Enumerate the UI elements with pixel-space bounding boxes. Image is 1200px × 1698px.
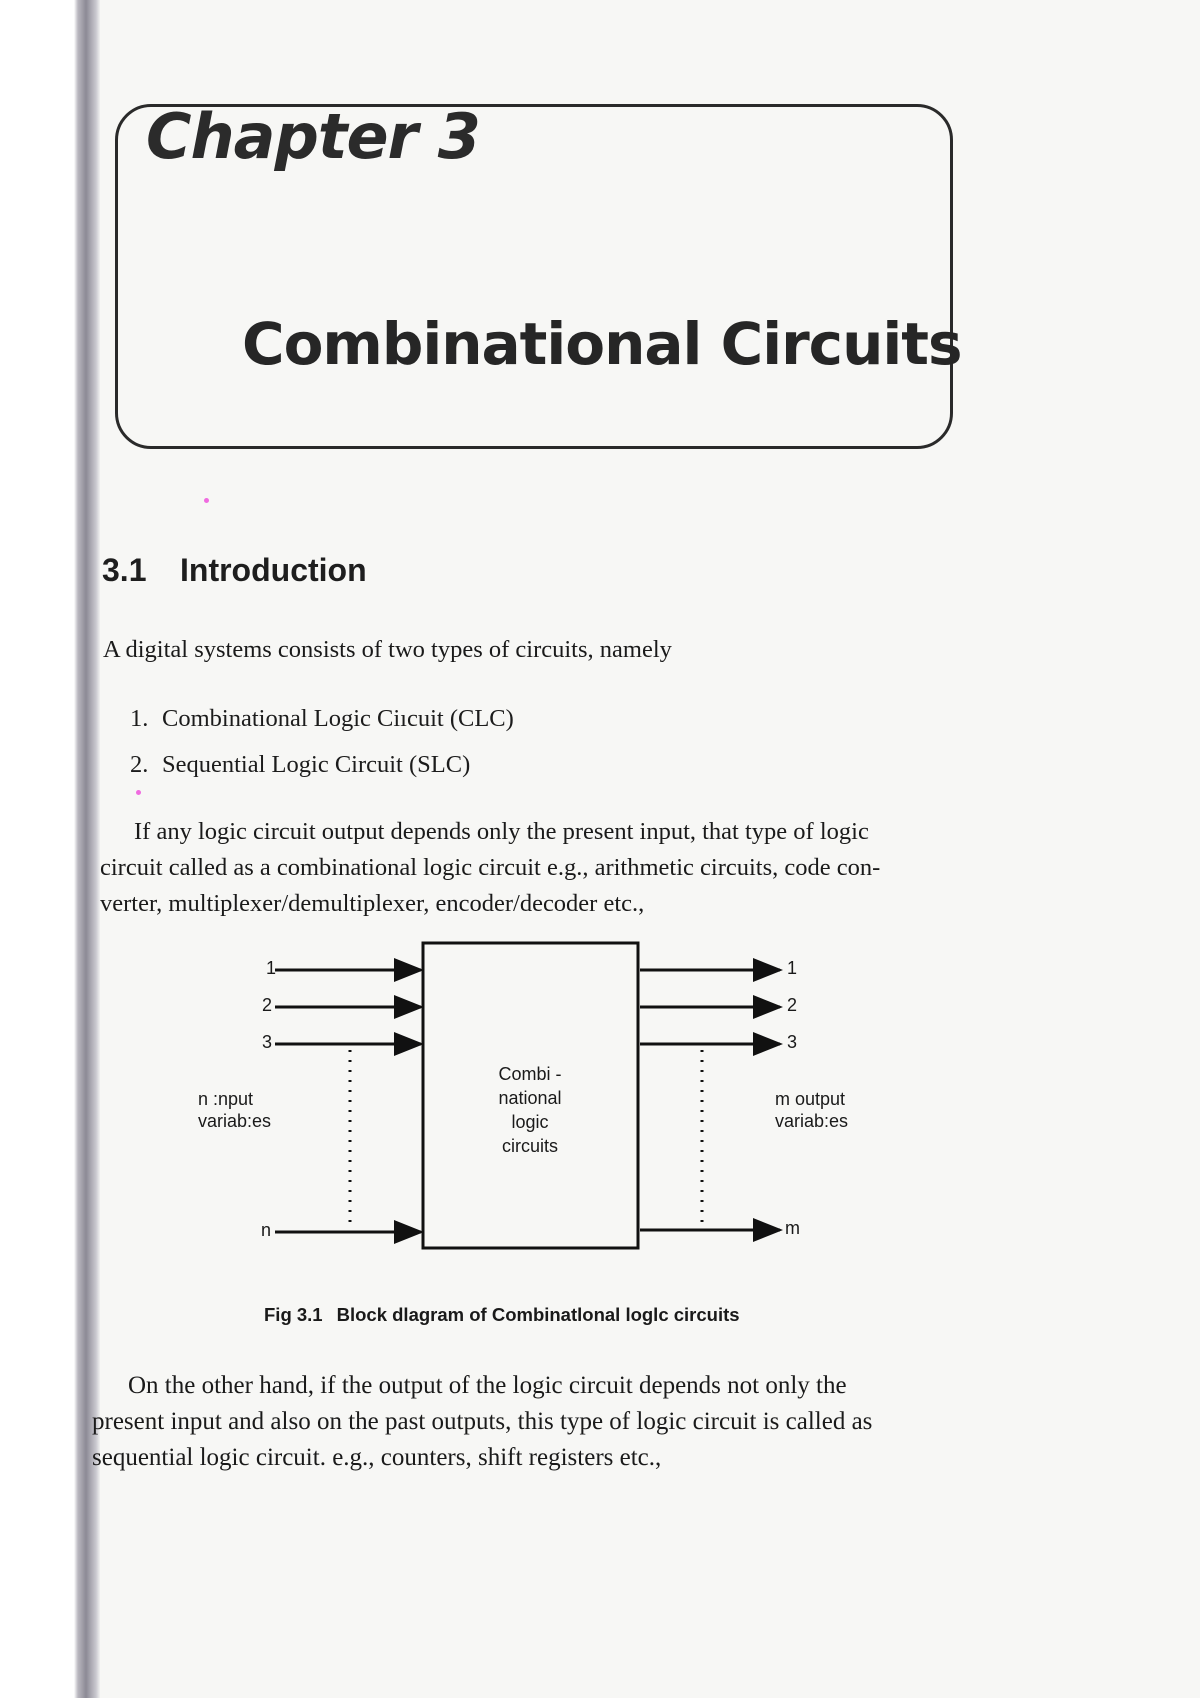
output-m-label: m: [785, 1218, 800, 1238]
input-n-label: n: [261, 1220, 272, 1240]
figure-caption-text: Block dlagram of Combinatlonal loglc cir…: [336, 1304, 740, 1325]
paragraph-line: verter, multiplexer/demultiplexer, encod…: [100, 890, 645, 917]
print-speck: [136, 790, 141, 795]
list-item: 1. Combinational Logic Ciıcuit (CLC): [130, 696, 514, 742]
block-label-line: national: [498, 1088, 562, 1108]
chapter-label: Chapter 3: [146, 100, 481, 173]
output-variables-line: m output: [775, 1089, 846, 1109]
block-diagram-lines: [275, 941, 783, 1250]
block-label-line: logic: [511, 1112, 549, 1132]
list-item-number: 2.: [130, 751, 149, 778]
paragraph-line: present input and also on the past outpu…: [92, 1408, 873, 1435]
paragraph-line: sequential logic circuit. e.g., counters…: [92, 1444, 662, 1471]
input-2-label: 2: [262, 995, 273, 1015]
chapter-title-box: [115, 104, 953, 449]
print-speck: [204, 498, 209, 503]
input-1-label: 1: [266, 958, 277, 978]
input-variables-label: n :nput variab:es: [198, 1088, 271, 1132]
figure-number: Fig 3.1: [264, 1304, 323, 1325]
list-item-text: Combinational Logic Ciıcuit (CLC): [162, 705, 514, 732]
list-item: 2. Sequential Logic Circuit (SLC): [130, 742, 514, 788]
figure-caption: Fig 3.1 Block dlagram of Combinatlonal lo…: [264, 1304, 740, 1326]
input-variables-line: n :nput: [198, 1089, 254, 1109]
output-2-label: 2: [787, 995, 798, 1015]
page-binding-shadow: [0, 0, 100, 1698]
section-heading: 3.1 Introduction: [102, 552, 367, 589]
output-variables-label: m output variab:es: [775, 1088, 848, 1132]
section-number: 3.1: [102, 552, 147, 588]
circuit-types-list: 1. Combinational Logic Ciıcuit (CLC) 2. Se…: [130, 696, 514, 788]
paragraph-line: On the other hand, if the output of the …: [128, 1372, 847, 1399]
output-1-label: 1: [787, 958, 798, 978]
intro-text: A digital systems consists of two types …: [103, 636, 672, 663]
paragraph-combinational: If any logic circuit output depends only…: [100, 814, 965, 922]
section-title: Introduction: [180, 552, 367, 588]
block-label: Combi - national logic circuits: [470, 1062, 590, 1158]
paragraph-line: If any logic circuit output depends only…: [134, 818, 869, 845]
chapter-title: Combinational Circuits: [242, 310, 962, 378]
input-3-label: 3: [262, 1032, 273, 1052]
list-item-text: Sequential Logic Circuit (SLC): [162, 751, 471, 778]
paragraph-line: circuit called as a combinational logic …: [100, 854, 881, 881]
output-variables-line: variab:es: [775, 1111, 849, 1131]
input-variables-line: variab:es: [198, 1111, 272, 1131]
block-label-line: Combi -: [498, 1064, 562, 1084]
paragraph-sequential: On the other hand, if the output of the …: [92, 1368, 972, 1476]
list-item-number: 1.: [130, 705, 149, 732]
block-label-line: circuits: [501, 1136, 558, 1156]
block-diagram: 1 2 3 n 1 2 3 m n :nput variab:es m outp…: [180, 940, 880, 1260]
output-3-label: 3: [787, 1032, 798, 1052]
